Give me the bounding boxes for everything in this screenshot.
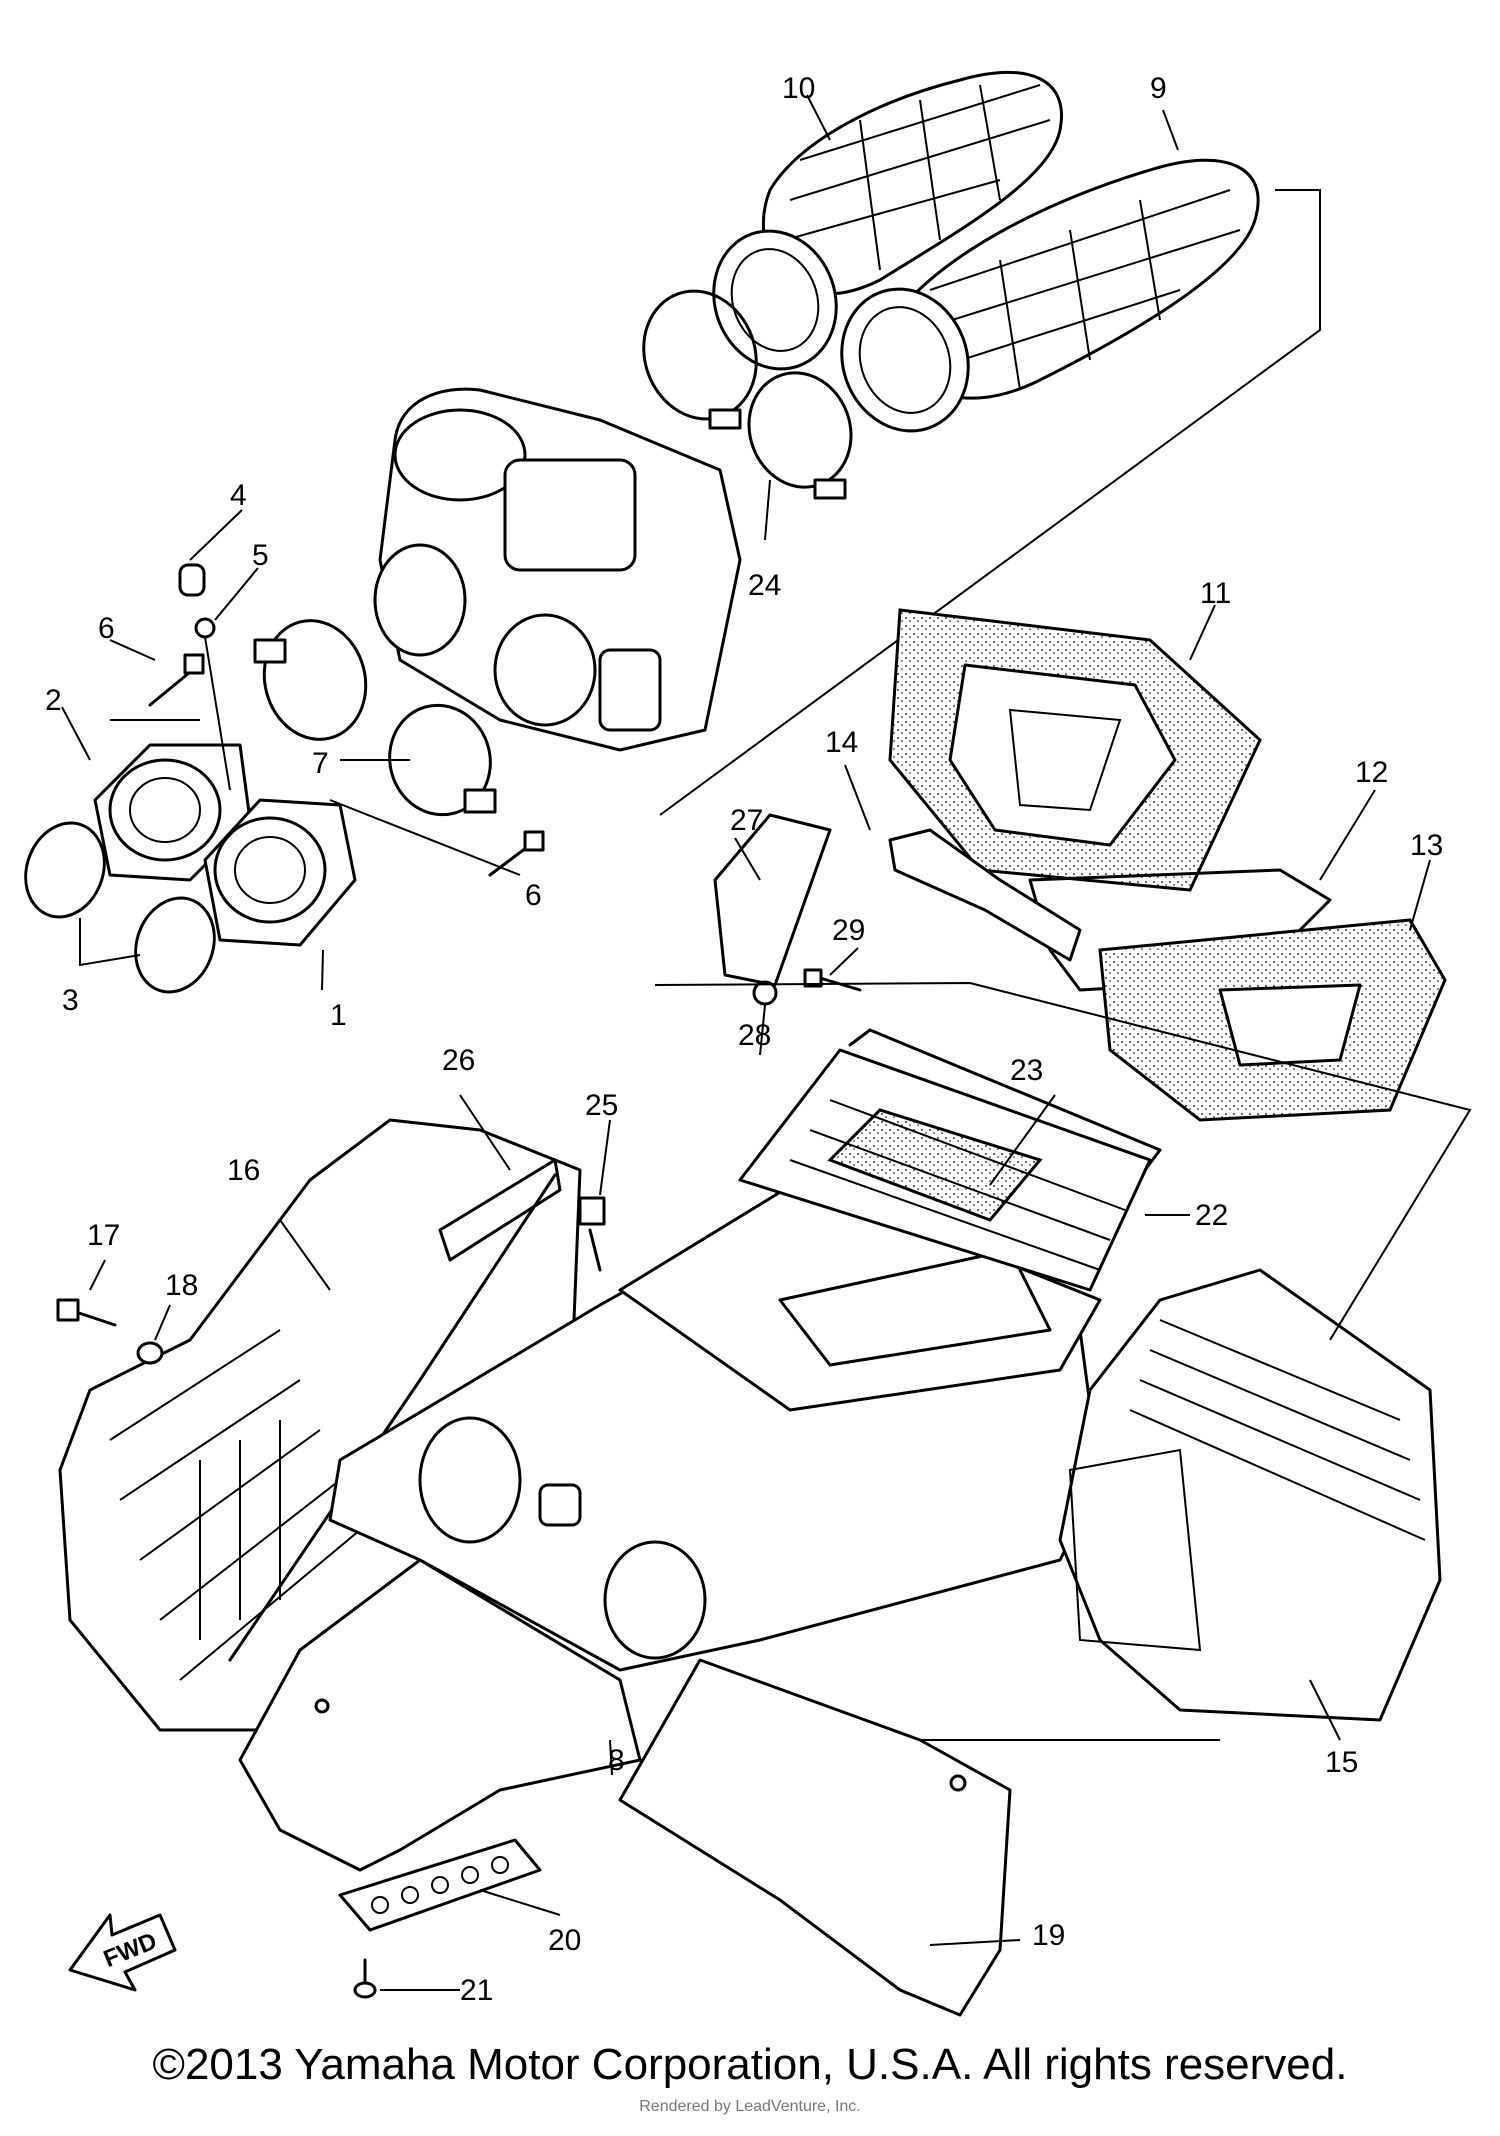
o-rings-3 [24,821,216,994]
part-label-8: 8 [608,1744,625,1777]
part-label-14: 14 [825,726,858,759]
duct-plate-23 [738,1048,1152,1292]
air-box-main [328,1178,1102,1672]
air-cleaner-cover-15 [1058,1268,1442,1722]
part-label-6-lower: 6 [525,879,542,912]
filter-case-13 [1098,918,1447,1122]
part-label-2: 2 [45,684,62,717]
part-label-17: 17 [87,1219,120,1252]
part-label-6-upper: 6 [98,612,115,645]
part-label-7: 7 [312,747,329,780]
grommet-28 [752,980,778,1006]
part-label-20: 20 [548,1924,581,1957]
carburetor-clamps-7 [253,619,497,817]
bracket-20 [338,1838,542,1932]
hose-clamps-24 [642,289,853,500]
forward-arrow-icon: FWD [68,1913,177,1992]
part-label-1: 1 [330,999,347,1032]
part-label-19: 19 [1032,1919,1065,1952]
intake-duct-9 [840,158,1260,433]
carburetor-joint-2 [93,743,252,882]
part-label-28: 28 [738,1019,771,1052]
part-label-23: 23 [1010,1054,1043,1087]
part-label-27: 27 [730,804,763,837]
carburetor-assembly [373,387,742,752]
bottom-cover-8 [238,1558,642,1872]
cap-4 [178,563,206,597]
screw-21 [353,1958,377,1999]
copyright-notice: ©2013 Yamaha Motor Corporation, U.S.A. A… [152,2040,1348,2089]
washer-18 [136,1341,164,1365]
part-label-5: 5 [252,539,269,572]
intake-duct-10 [712,70,1063,371]
part-label-24: 24 [748,569,781,602]
rendered-by-note: Rendered by LeadVenture, Inc. [639,2098,861,2115]
reference-line-filter [654,981,1472,1341]
part-label-11: 11 [1200,577,1231,610]
bolt-17 [56,1298,117,1327]
part-label-3: 3 [62,984,79,1017]
carburetor-joint-1 [203,798,357,947]
screw-6-lower [488,830,545,877]
reference-line-joints [110,719,521,876]
strap-14 [888,828,1082,962]
part-label-13: 13 [1410,829,1443,862]
leader-lines [61,94,1431,1991]
part-label-21: 21 [460,1974,493,2007]
part-label-9: 9 [1150,72,1167,105]
reference-line-ducts [659,189,1321,816]
bracket-27 [713,813,832,987]
part-label-10: 10 [782,72,815,105]
part-label-22: 22 [1195,1199,1228,1232]
clip-5 [194,617,231,791]
side-plate-19 [618,1658,1012,2017]
part-label-29: 29 [832,914,865,947]
part-label-18: 18 [165,1269,198,1302]
part-label-4: 4 [230,479,247,512]
bolt-25 [578,1196,606,1272]
part-label-15: 15 [1325,1746,1358,1779]
seal-22 [848,1028,1162,1172]
part-label-16: 16 [227,1154,260,1187]
gasket-26 [228,1158,562,1662]
part-label-25: 25 [585,1089,618,1122]
part-label-12: 12 [1355,756,1388,789]
air-filter-element-11 [888,608,1262,892]
screw-6-upper [148,653,205,707]
part-label-26: 26 [442,1044,475,1077]
